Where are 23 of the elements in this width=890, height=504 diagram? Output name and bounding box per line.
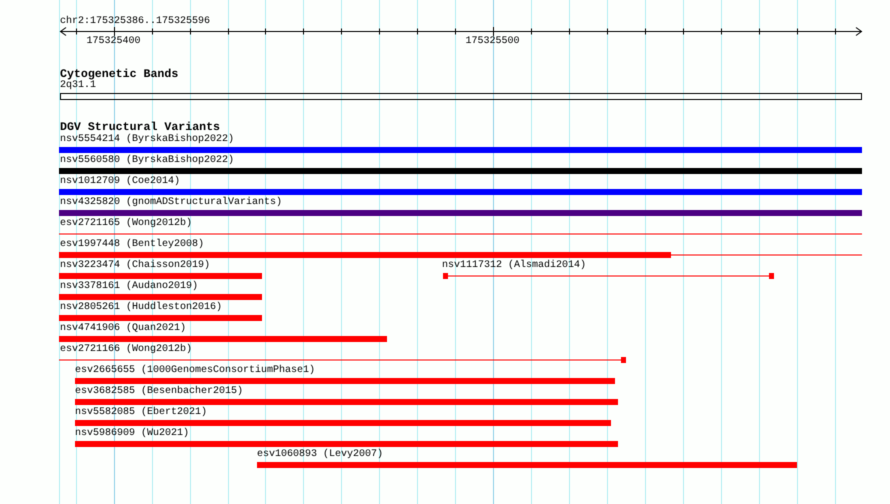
tick-label: 175325500 [466,36,520,48]
variant-label: nsv4741906 (Quan2021) [60,323,186,335]
variant-label: nsv5554214 (ByrskaBishop2022) [60,134,234,146]
variant-label: nsv1117312 (Alsmadi2014) [442,260,586,272]
tick-label: 175325400 [86,36,141,48]
variant-label: esv3682585 (Besenbacher2015) [75,386,244,398]
variant-label: nsv1012709 (Coe2014) [60,176,180,188]
variant-label: esv1060893 (Levy2007) [257,449,384,461]
variant-label: nsv5582085 (Ebert2021) [75,407,208,419]
variant-label: nsv4325820 (gnomADStructuralVariants) [60,197,282,209]
variant-label: nsv5986909 (Wu2021) [75,428,190,440]
variant-label: esv1997448 (Bentley2008) [60,239,204,251]
variant-label: nsv2805261 (Huddleston2016) [60,302,222,314]
track-title: Cytogenetic Bands [60,68,178,80]
track-title: DGV Structural Variants [60,121,220,134]
band-label: 2q31.1 [60,80,96,92]
variant-label: nsv5560580 (ByrskaBishop2022) [60,155,234,167]
location-label: chr2:175325386..175325596 [60,16,210,28]
variant-label: nsv3378161 (Audano2019) [60,281,198,293]
variant-label: esv2665655 (1000GenomesConsortiumPhase1) [75,365,316,377]
variant-label: esv2721165 (Wong2012b) [60,218,192,230]
variant-label: nsv3223474 (Chaisson2019) [60,260,210,272]
variant-label: esv2721166 (Wong2012b) [60,344,192,356]
